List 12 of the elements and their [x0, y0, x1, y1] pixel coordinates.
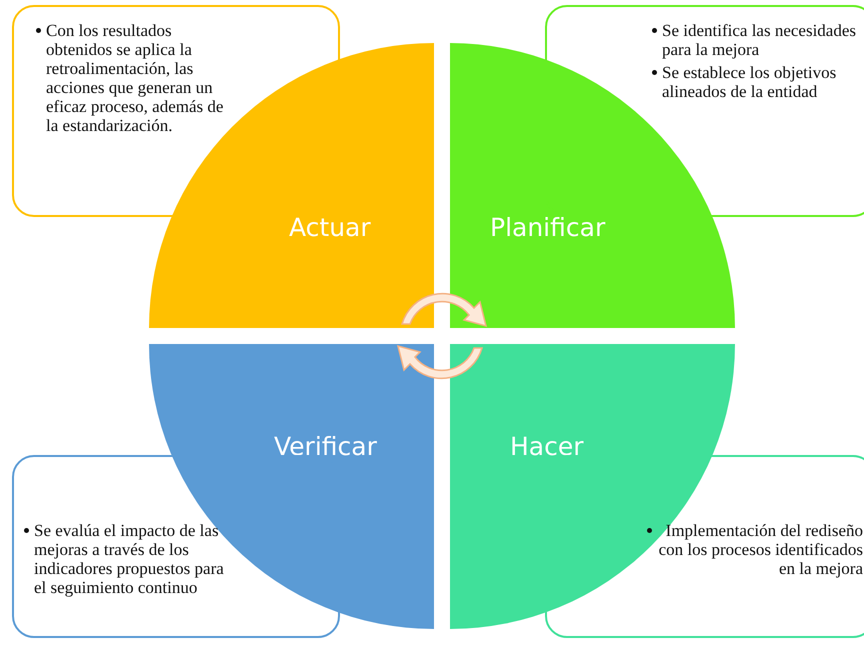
bullet-text: Se establece los objetivos alineados de la entidad — [662, 63, 838, 101]
phase-label: Planificar — [490, 213, 606, 242]
bullet-text: Implementación del rediseño con los procesos identificados en la mejora — [658, 521, 863, 578]
phase-label: Verificar — [274, 432, 377, 461]
phase-label: Actuar — [289, 213, 371, 242]
bullet-text: Se identifica las necesidades para la mejora — [662, 21, 858, 59]
bullet-text: Con los resultados obtenidos se aplica la retroalimentación, las acciones que generan un eficaz proceso, además de la estandarización. — [46, 21, 224, 135]
bullet-text: Se evalúa el impacto de las mejoras a través de los indicadores propuestos para el seguimiento continuo — [34, 521, 225, 597]
text-box — [545, 455, 864, 638]
phase-label: Hacer — [510, 432, 584, 461]
text-box — [12, 455, 340, 638]
text-box — [12, 5, 340, 217]
